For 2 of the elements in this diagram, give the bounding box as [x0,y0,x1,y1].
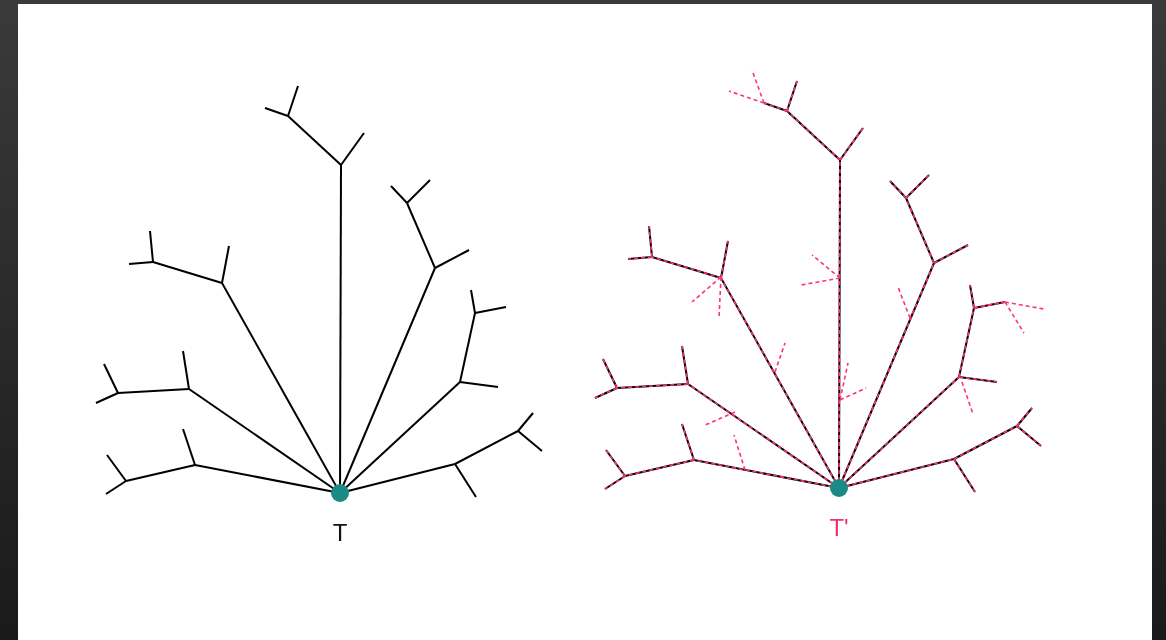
tree-label: T [331,519,349,547]
tree-label: T' [828,514,850,542]
